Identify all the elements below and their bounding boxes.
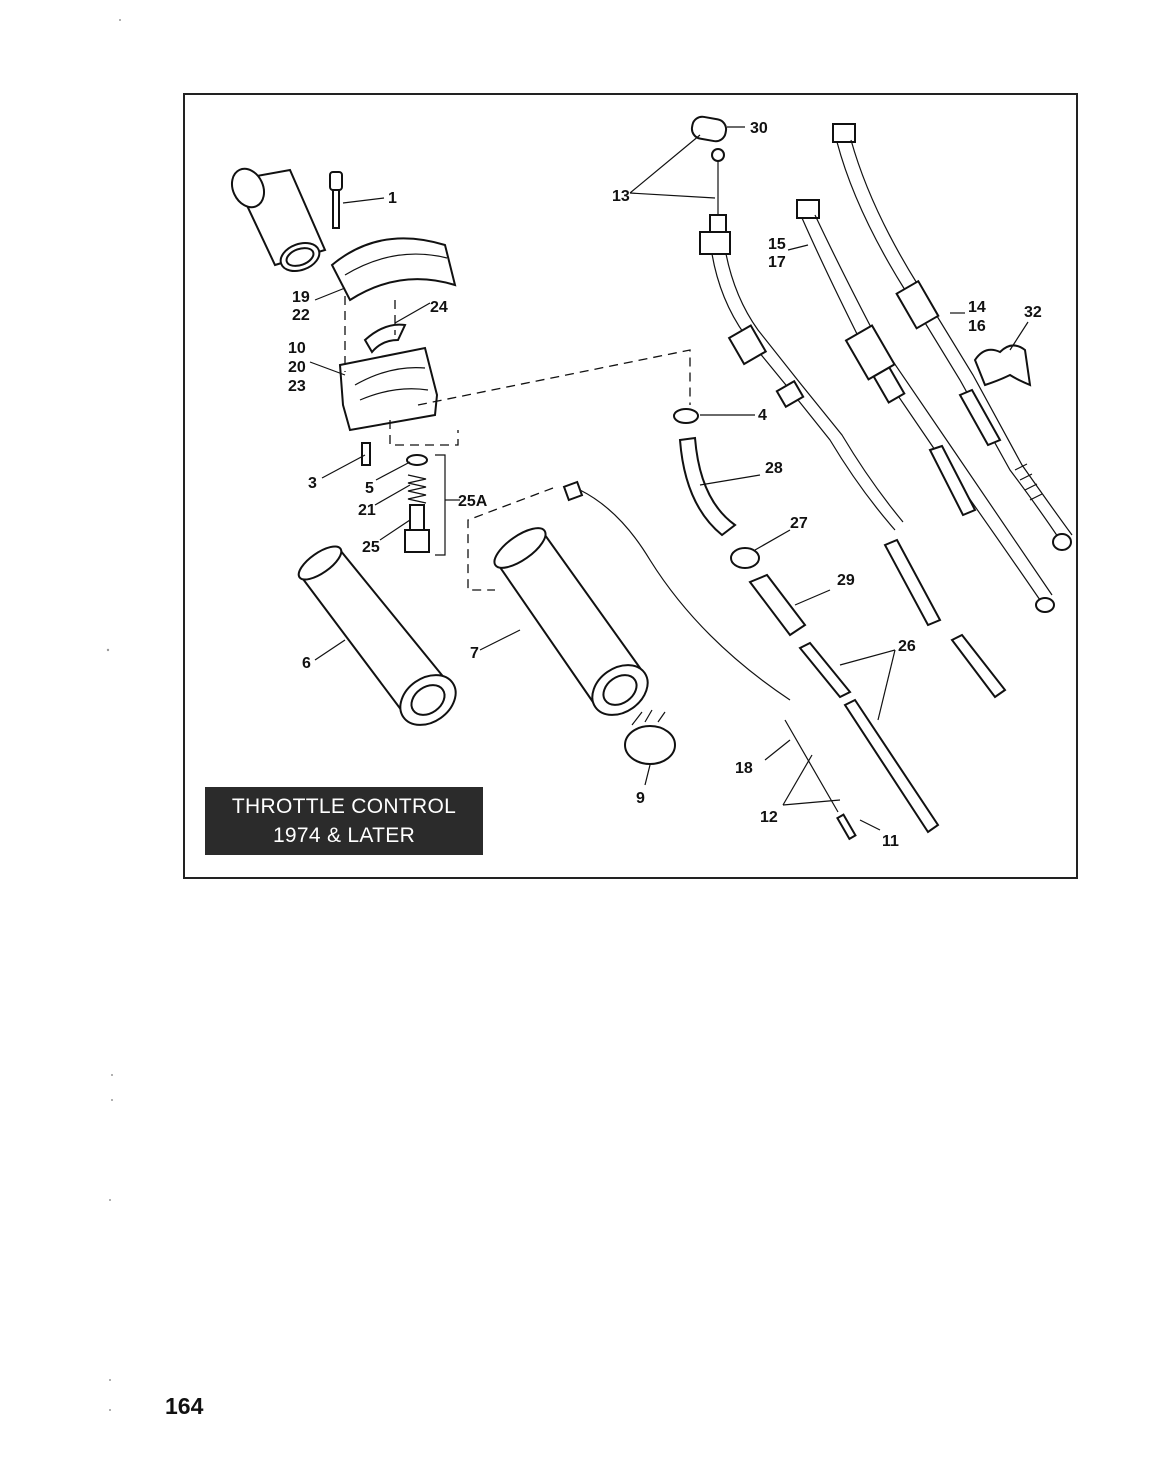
diagram-title-line-1: THROTTLE CONTROL	[231, 795, 457, 818]
callout-14: 14	[968, 299, 986, 316]
callout-4: 4	[758, 407, 767, 424]
callout-10: 10	[288, 340, 306, 357]
part-24	[363, 323, 407, 354]
callout-28: 28	[765, 460, 783, 477]
tube-29-part	[748, 573, 807, 637]
callout-1: 1	[388, 190, 397, 207]
screw-1-part	[329, 171, 343, 229]
callout-23: 23	[288, 378, 306, 395]
nut-4-part	[673, 408, 699, 424]
callout-5: 5	[365, 480, 374, 497]
page-number: 164	[165, 1393, 204, 1419]
tube-28-part	[678, 436, 737, 537]
end-cap-9-part	[624, 709, 676, 765]
callout-26: 26	[898, 638, 916, 655]
cable-14-16-part	[832, 123, 1073, 551]
callout-15: 15	[768, 236, 786, 253]
callout-7: 7	[470, 645, 479, 662]
scan-marks	[106, 19, 121, 1411]
callout-29: 29	[837, 572, 855, 589]
callout-19: 19	[292, 289, 310, 306]
throttle-sleeve-part	[230, 167, 327, 273]
callout-13: 13	[612, 188, 630, 205]
assembly-dash-lines	[344, 296, 691, 591]
upper-housing-part	[330, 237, 457, 302]
callout-3: 3	[308, 475, 317, 492]
diagram-title-box: THROTTLE CONTROL 1974 & LATER	[205, 787, 483, 855]
callout-22: 22	[292, 307, 310, 324]
diagram-title-line-2: 1974 & LATER	[272, 824, 416, 847]
callout-25a: 25A	[458, 493, 488, 510]
callout-30: 30	[750, 120, 768, 137]
callout-27: 27	[790, 515, 808, 532]
callout-11: 11	[882, 833, 899, 850]
sheath-26-part	[798, 388, 1007, 834]
cable-13-part	[690, 115, 904, 531]
callout-32: 32	[1024, 304, 1042, 321]
cable-15-17-part	[796, 199, 1055, 613]
cable-wire-18	[562, 480, 857, 841]
grip-6-part	[297, 545, 457, 726]
lower-housing-part	[338, 346, 439, 432]
callout-25: 25	[362, 539, 380, 556]
callout-18: 18	[735, 760, 753, 777]
leader-lines	[309, 126, 1029, 831]
callout-12: 12	[760, 809, 778, 826]
grip-7-part	[493, 527, 649, 716]
ferrule-27-part	[730, 547, 760, 569]
callout-17: 17	[768, 254, 786, 271]
callout-20: 20	[288, 359, 306, 376]
callout-24: 24	[430, 299, 448, 316]
callout-9: 9	[636, 790, 645, 807]
clip-32-part	[973, 344, 1032, 387]
callout-6: 6	[302, 655, 311, 672]
small-parts	[361, 442, 430, 553]
callout-16: 16	[968, 318, 986, 335]
callout-labels: 1 19 22 24 10 20 23 3 5 21 25 25A 6 7 9 …	[288, 120, 1042, 850]
callout-21: 21	[358, 502, 376, 519]
